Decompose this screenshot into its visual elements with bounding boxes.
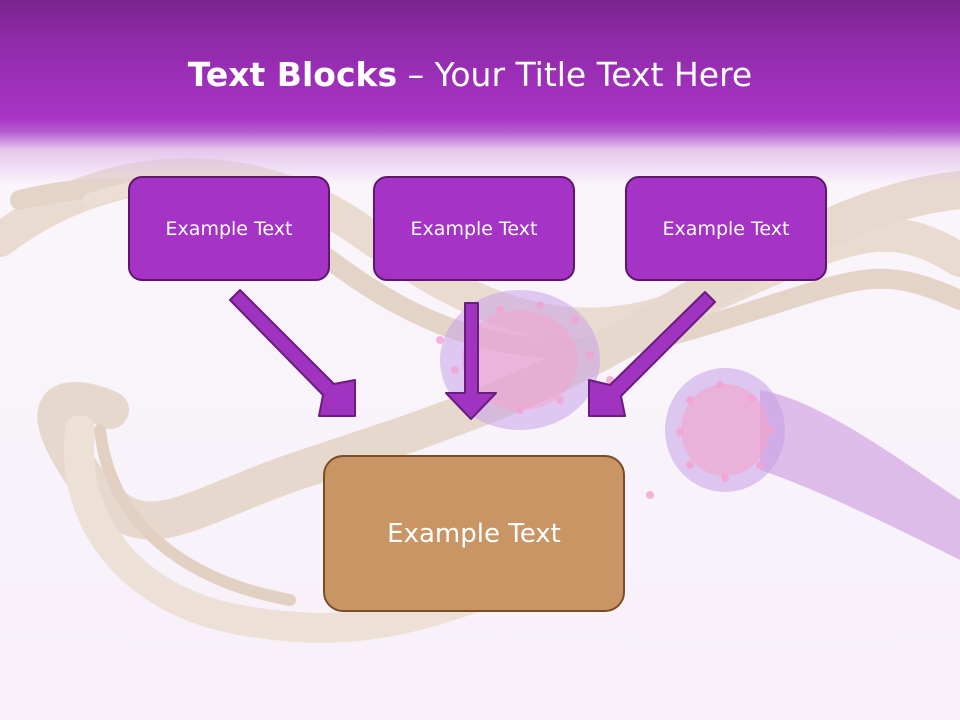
text-block-center: Example Text (373, 176, 575, 281)
arrow-right-icon (588, 291, 716, 417)
arrow-center-icon (445, 302, 497, 420)
text-block-left: Example Text (128, 176, 330, 281)
text-block-left-label: Example Text (165, 217, 293, 240)
title-bold-part: Text Blocks (187, 55, 398, 94)
text-block-bottom-label: Example Text (387, 518, 561, 549)
text-block-bottom: Example Text (323, 455, 625, 612)
title-bar (0, 0, 960, 185)
text-block-right: Example Text (625, 176, 827, 281)
title-dash: – (397, 55, 435, 94)
text-block-right-label: Example Text (662, 217, 790, 240)
slide-title: Text Blocks – Your Title Text Here (0, 52, 940, 98)
arrow-left-icon (229, 289, 356, 417)
title-rest-part: Your Title Text Here (434, 55, 753, 94)
text-block-center-label: Example Text (410, 217, 538, 240)
